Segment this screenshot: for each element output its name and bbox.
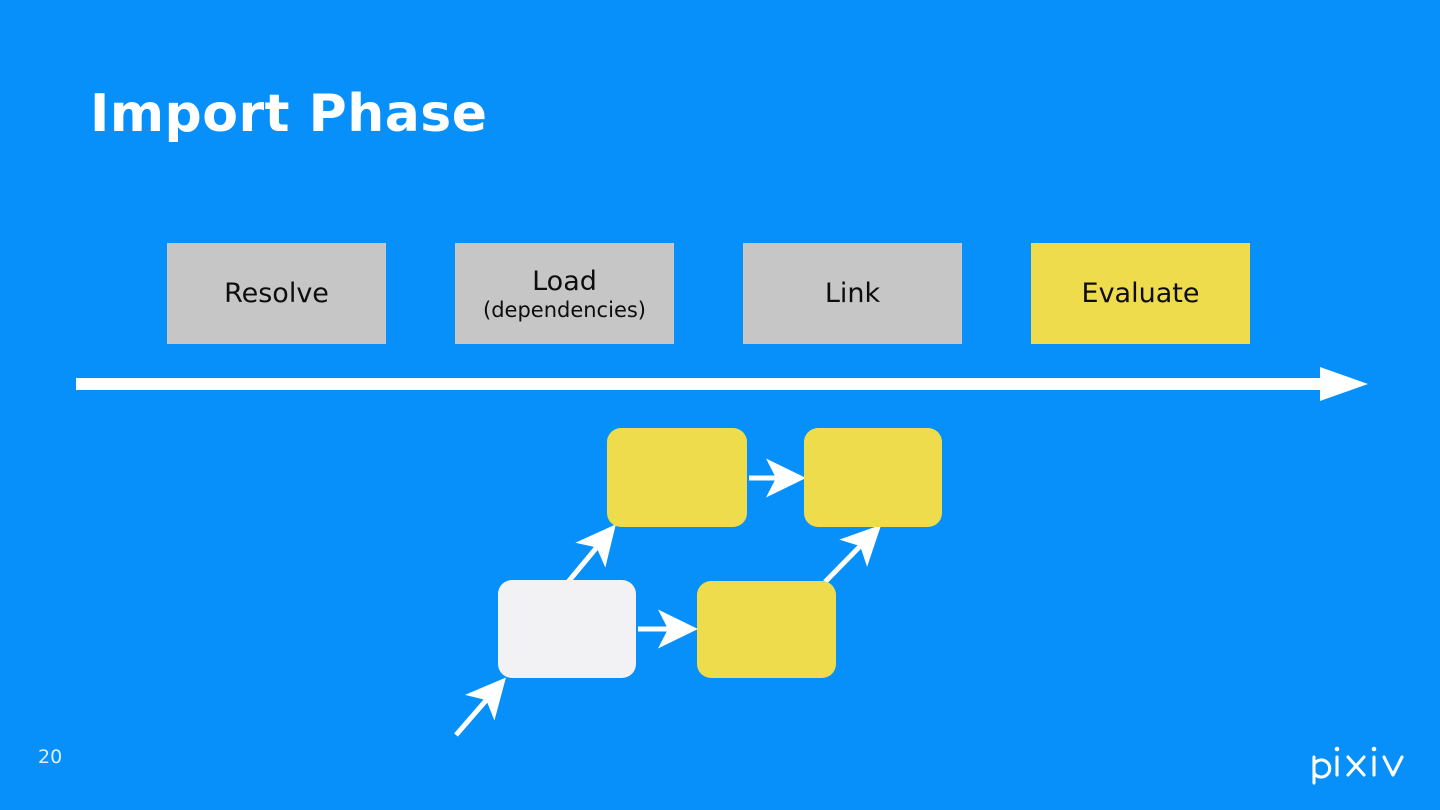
phase-box-load: Load (dependencies)	[455, 243, 674, 344]
page-number: 20	[38, 746, 63, 768]
graph-node-dependency-b	[804, 428, 942, 527]
graph-node-entry-module	[498, 580, 636, 678]
module-dependency-graph	[440, 410, 1000, 770]
phase-label: Link	[824, 278, 881, 309]
graph-node-dependency-c	[697, 581, 836, 678]
edge-external-to-entry	[454, 677, 506, 737]
timeline-arrow-icon	[76, 367, 1368, 401]
phase-label: Load	[532, 265, 597, 297]
graph-node-dependency-a	[607, 428, 747, 527]
phase-sublabel: (dependencies)	[483, 297, 646, 322]
phase-label: Evaluate	[1081, 278, 1200, 309]
phase-label: Resolve	[224, 278, 329, 309]
graph-edges	[454, 458, 882, 737]
phase-box-resolve: Resolve	[167, 243, 386, 344]
edge-dep-c-to-dep-b	[823, 524, 882, 584]
phase-box-evaluate: Evaluate	[1031, 243, 1250, 344]
pixiv-logo	[1312, 746, 1404, 785]
page-title: Import Phase	[90, 84, 488, 144]
phase-box-link: Link	[743, 243, 962, 344]
edge-entry-to-dep-a	[566, 524, 616, 584]
